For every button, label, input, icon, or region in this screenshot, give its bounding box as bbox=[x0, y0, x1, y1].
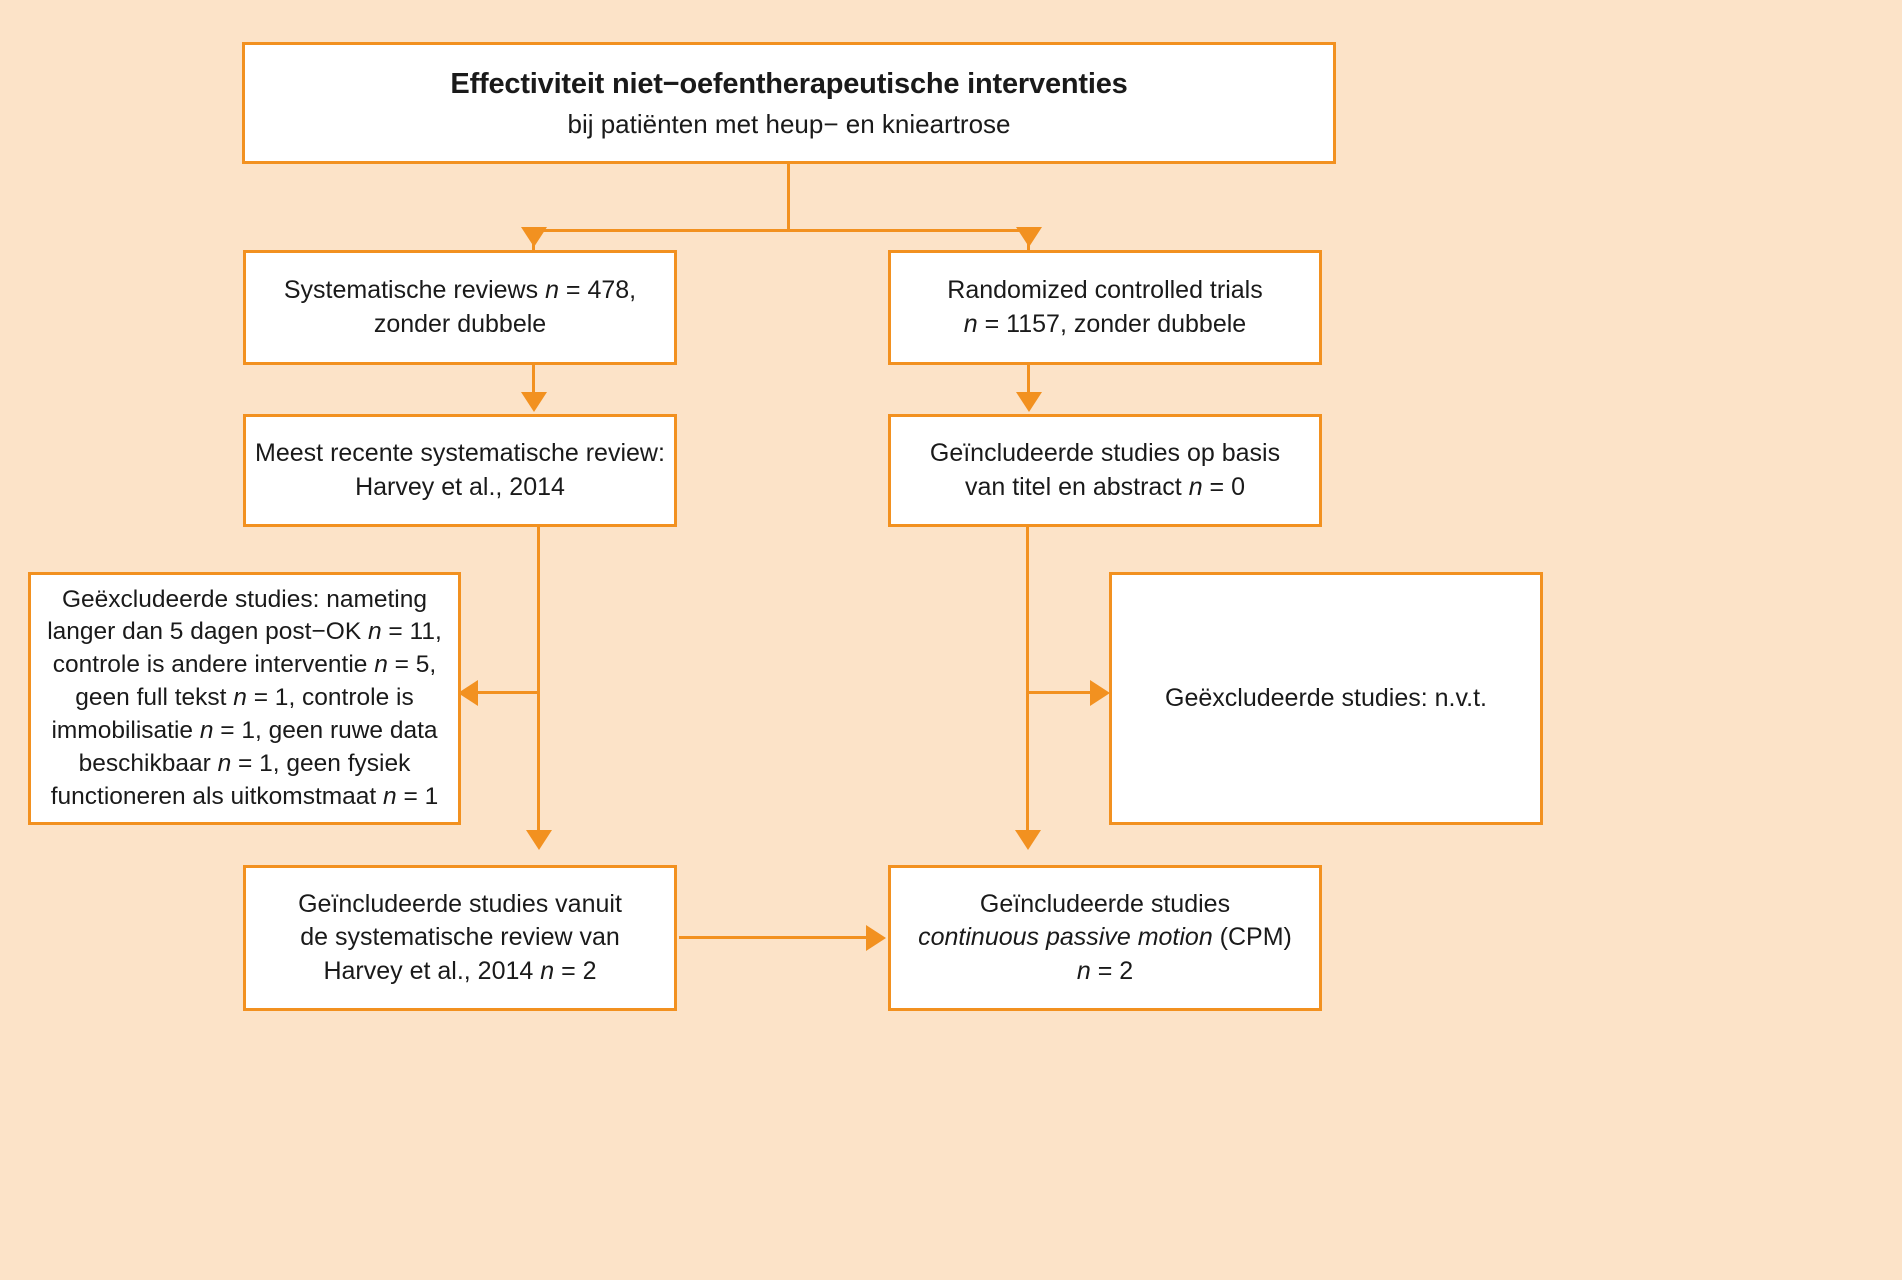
n-symbol: n bbox=[374, 651, 388, 679]
cpm-term: continuous passive motion bbox=[918, 923, 1213, 952]
arrow-to-right-sources bbox=[1016, 227, 1042, 247]
arrow-to-left-sources bbox=[521, 227, 547, 247]
page-title: Effectiviteit niet−oefentherapeutische i… bbox=[450, 67, 1128, 100]
left-included-line3: Harvey et al., 2014 n = 2 bbox=[323, 956, 597, 985]
connector-right-spine bbox=[1026, 527, 1029, 837]
n-symbol: n bbox=[540, 956, 555, 985]
n-symbol: n bbox=[545, 276, 559, 304]
arrow-to-right-excluded bbox=[1090, 680, 1110, 706]
connector-title-stem bbox=[787, 164, 790, 232]
arrow-to-right-screened bbox=[1016, 392, 1042, 412]
right-included-line2: continuous passive motion (CPM) bbox=[918, 923, 1292, 952]
left-sources-line2: zonder dubbele bbox=[373, 309, 547, 338]
excluded-line-6: beschikbaar n = 1, geen fysiek bbox=[78, 749, 411, 777]
connector-split-bar bbox=[532, 229, 1030, 232]
connector-left-spine bbox=[537, 527, 540, 837]
connector-to-right-excluded bbox=[1029, 691, 1092, 694]
n-symbol: n bbox=[217, 749, 232, 777]
right-sources-line1: Randomized controlled trials bbox=[947, 276, 1263, 304]
right-excluded-line1: Geëxcludeerde studies: n.v.t. bbox=[1165, 683, 1487, 712]
excluded-line-4: geen full tekst n = 1, controle is bbox=[75, 684, 414, 712]
left-recent-review-box: Meest recente systematische review: Harv… bbox=[243, 414, 677, 527]
right-sources-line2: n = 1157, zonder dubbele bbox=[963, 309, 1247, 338]
right-screened-line1: Geïncludeerde studies op basis bbox=[929, 439, 1281, 467]
n-symbol: n bbox=[233, 684, 247, 712]
arrow-to-recent-review bbox=[521, 392, 547, 412]
recent-review-line2: Harvey et al., 2014 bbox=[355, 472, 565, 501]
connector-left-s-to-r bbox=[532, 365, 535, 400]
excluded-line-2: langer dan 5 dagen post−OK n = 11, bbox=[47, 618, 442, 646]
right-screened-box: Geïncludeerde studies op basis van titel… bbox=[888, 414, 1322, 527]
left-sources-box: Systematische reviews n = 478, zonder du… bbox=[243, 250, 677, 365]
connector-left-to-right-included bbox=[679, 936, 868, 939]
right-sources-box: Randomized controlled trials n = 1157, z… bbox=[888, 250, 1322, 365]
left-included-line2: de systematische review van bbox=[300, 923, 620, 952]
right-excluded-box: Geëxcludeerde studies: n.v.t. bbox=[1109, 572, 1543, 825]
excluded-line-1: Geëxcludeerde studies: nameting bbox=[62, 585, 427, 613]
n-symbol: n bbox=[199, 716, 214, 744]
page-subtitle: bij patiënten met heup− en knieartrose bbox=[567, 108, 1011, 139]
arrow-to-right-included bbox=[1015, 830, 1041, 850]
left-included-box: Geïncludeerde studies vanuit de systemat… bbox=[243, 865, 677, 1011]
excluded-line-5: immobilisatie n = 1, geen ruwe data bbox=[51, 716, 438, 744]
connector-right-s-to-sc bbox=[1027, 365, 1030, 400]
excluded-line-3: controle is andere interventie n = 5, bbox=[52, 651, 437, 679]
recent-review-line1: Meest recente systematische review: bbox=[255, 439, 665, 467]
left-included-line1: Geïncludeerde studies vanuit bbox=[298, 889, 622, 918]
right-included-line1: Geïncludeerde studies bbox=[979, 889, 1231, 918]
right-screened-line2: van titel en abstract n = 0 bbox=[964, 472, 1246, 501]
arrow-left-included-to-right-included bbox=[866, 925, 886, 951]
excluded-line-7: functioneren als uitkomstmaat n = 1 bbox=[50, 782, 439, 810]
arrow-to-left-excluded bbox=[458, 680, 478, 706]
n-symbol: n bbox=[383, 782, 397, 810]
n-symbol: n bbox=[1188, 472, 1203, 501]
right-included-box: Geïncludeerde studies continuous passive… bbox=[888, 865, 1322, 1011]
arrow-to-left-included bbox=[526, 830, 552, 850]
n-symbol: n bbox=[963, 309, 978, 338]
connector-to-left-excluded bbox=[478, 691, 539, 694]
left-sources-line1: Systematische reviews n = 478, bbox=[283, 276, 637, 304]
right-included-line3: n = 2 bbox=[1076, 956, 1134, 985]
n-symbol: n bbox=[1076, 956, 1091, 985]
title-box: Effectiviteit niet−oefentherapeutische i… bbox=[242, 42, 1336, 164]
n-symbol: n bbox=[367, 618, 382, 646]
left-excluded-box: Geëxcludeerde studies: nameting langer d… bbox=[28, 572, 461, 825]
